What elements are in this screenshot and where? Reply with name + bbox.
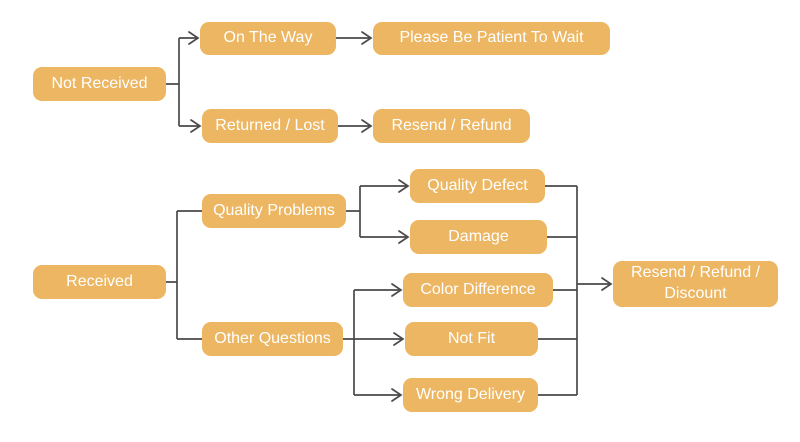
edge-quality-problems-trunk xyxy=(346,186,361,237)
edge-collector xyxy=(538,185,578,396)
node-resend-refund-discount: Resend / Refund / Discount xyxy=(613,261,778,307)
node-quality-defect: Quality Defect xyxy=(410,169,545,203)
node-not-fit: Not Fit xyxy=(405,322,538,356)
node-not-received: Not Received xyxy=(33,67,166,101)
node-received: Received xyxy=(33,265,166,299)
node-quality-problems: Quality Problems xyxy=(202,194,346,228)
edge-other-questions-trunk xyxy=(343,290,355,395)
node-color-difference: Color Difference xyxy=(403,273,553,307)
edge-received-trunk xyxy=(166,210,202,340)
node-wrong-delivery: Wrong Delivery xyxy=(403,378,538,412)
node-resend-refund: Resend / Refund xyxy=(373,109,530,143)
edge-not-received-trunk xyxy=(166,38,180,126)
node-returned-lost: Returned / Lost xyxy=(202,109,338,143)
node-on-the-way: On The Way xyxy=(200,22,336,55)
node-damage: Damage xyxy=(410,220,547,254)
node-other-questions: Other Questions xyxy=(202,322,343,356)
node-please-be-patient-to-wait: Please Be Patient To Wait xyxy=(373,22,610,55)
